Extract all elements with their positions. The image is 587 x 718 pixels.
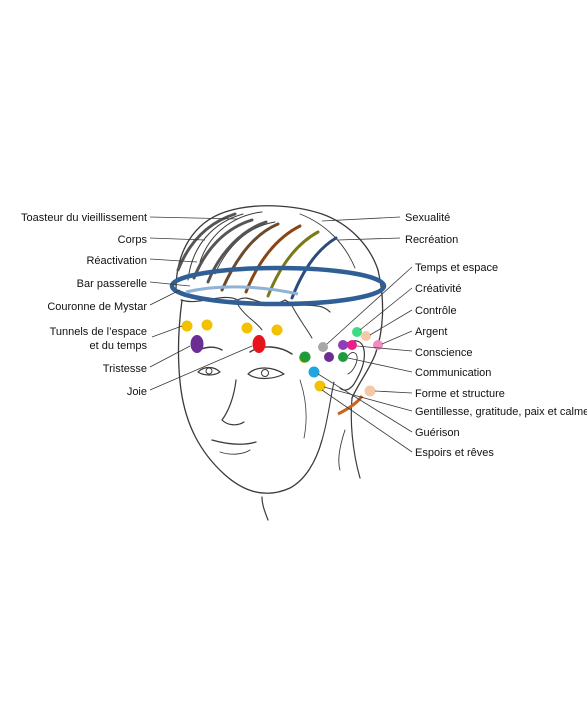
label-creativite: Créativité — [415, 283, 462, 295]
guerison-arc — [337, 395, 364, 416]
leader-forme-structure — [374, 390, 413, 394]
leader-tunnels — [151, 325, 183, 338]
neck — [261, 496, 269, 521]
dot-tunnel-yellow — [271, 324, 283, 336]
label-couronne: Couronne de Mystar — [47, 301, 147, 313]
ear-inner — [347, 352, 358, 375]
dot-communication-purple — [324, 352, 334, 362]
leader-guerison — [317, 373, 413, 433]
label-corps: Corps — [117, 234, 147, 246]
dot-gentillesse-yellow — [314, 380, 326, 392]
dot-joie — [252, 335, 266, 353]
hair-bangs — [289, 301, 313, 339]
label-gentillesse: Gentillesse, gratitude, paix et calme — [415, 406, 587, 418]
dot-tristesse — [190, 335, 204, 353]
cheek-line — [299, 379, 307, 439]
line-brown — [220, 222, 280, 292]
line-sexualite — [266, 230, 320, 298]
dot-creativite — [352, 327, 362, 337]
label-sexualite: Sexualité — [405, 212, 451, 224]
line-recreation — [290, 236, 338, 300]
couronne-ring — [169, 265, 387, 307]
eyebrow-right — [249, 346, 293, 355]
leader-temps-espace — [326, 266, 413, 345]
label-communication: Communication — [415, 367, 492, 379]
label-toasteur: Toasteur du vieillissement — [21, 212, 147, 224]
hair-strand — [187, 213, 244, 281]
face-dots — [181, 319, 309, 363]
leader-argent — [381, 330, 413, 345]
dot-temps-espace — [318, 342, 328, 352]
hair-strand — [299, 213, 356, 269]
ear-dots — [299, 327, 383, 416]
leader-tristesse — [149, 345, 191, 368]
dot-forme-structure — [364, 385, 376, 397]
line-corps — [192, 218, 254, 280]
hair-strand — [199, 211, 263, 263]
label-joie: Joie — [126, 386, 147, 398]
dot-conscience-violet — [338, 340, 348, 350]
label-reactivation: Réactivation — [86, 255, 147, 267]
label-espoirs: Espoirs et rêves — [415, 447, 494, 459]
head-lines — [176, 212, 338, 300]
leader-corps — [149, 237, 206, 241]
lower-lip — [219, 449, 251, 455]
nose — [221, 379, 245, 426]
neck — [338, 429, 346, 471]
mouth — [211, 439, 257, 445]
dot-tunnel-yellow — [201, 319, 213, 331]
face-contour — [177, 299, 323, 494]
label-bar-passerelle: Bar passerelle — [76, 278, 147, 290]
ear — [339, 340, 365, 391]
label-argent: Argent — [415, 326, 448, 338]
label-temps-espace: Temps et espace — [415, 262, 499, 274]
leader-creativite — [359, 287, 413, 331]
label-guerison: Guérison — [415, 427, 460, 439]
dot-tunnel-yellow — [181, 320, 193, 332]
leader-recreation — [337, 237, 401, 241]
eye-left — [197, 366, 221, 376]
leader-controle — [369, 309, 413, 336]
iris-left — [205, 367, 213, 375]
leader-lines — [149, 216, 413, 453]
label-conscience: Conscience — [415, 347, 473, 359]
dot-tunnel-yellow — [241, 322, 253, 334]
leader-espoirs — [321, 389, 413, 453]
jaw-line — [321, 381, 335, 441]
leader-bar-passerelle — [149, 281, 191, 287]
leader-gentillesse — [323, 386, 413, 412]
leader-reactivation — [149, 258, 198, 263]
label-forme-structure: Forme et structure — [415, 388, 505, 400]
label-tristesse: Tristesse — [102, 363, 147, 375]
leader-communication — [347, 357, 413, 373]
label-tunnels-line1: Tunnels de l’espace — [49, 326, 147, 338]
label-controle: Contrôle — [415, 305, 457, 317]
dot-green — [299, 351, 311, 363]
leader-sexualite — [321, 216, 401, 222]
label-recreation: Recréation — [405, 234, 459, 246]
dot-controle — [361, 331, 371, 341]
leader-couronne — [149, 289, 181, 306]
eye-right — [247, 367, 285, 380]
line-rust — [244, 224, 302, 294]
leader-toasteur — [149, 216, 239, 220]
dot-conscience — [347, 340, 357, 350]
iris-right — [261, 369, 269, 377]
leader-joie — [149, 345, 253, 391]
hair-outline — [175, 205, 379, 291]
label-tunnels-line2: et du temps — [89, 340, 147, 352]
dot-cyan — [308, 366, 320, 378]
dot-communication — [338, 352, 348, 362]
bar-passerelle-line — [185, 285, 299, 296]
leader-conscience — [356, 345, 413, 352]
neck — [350, 397, 361, 479]
